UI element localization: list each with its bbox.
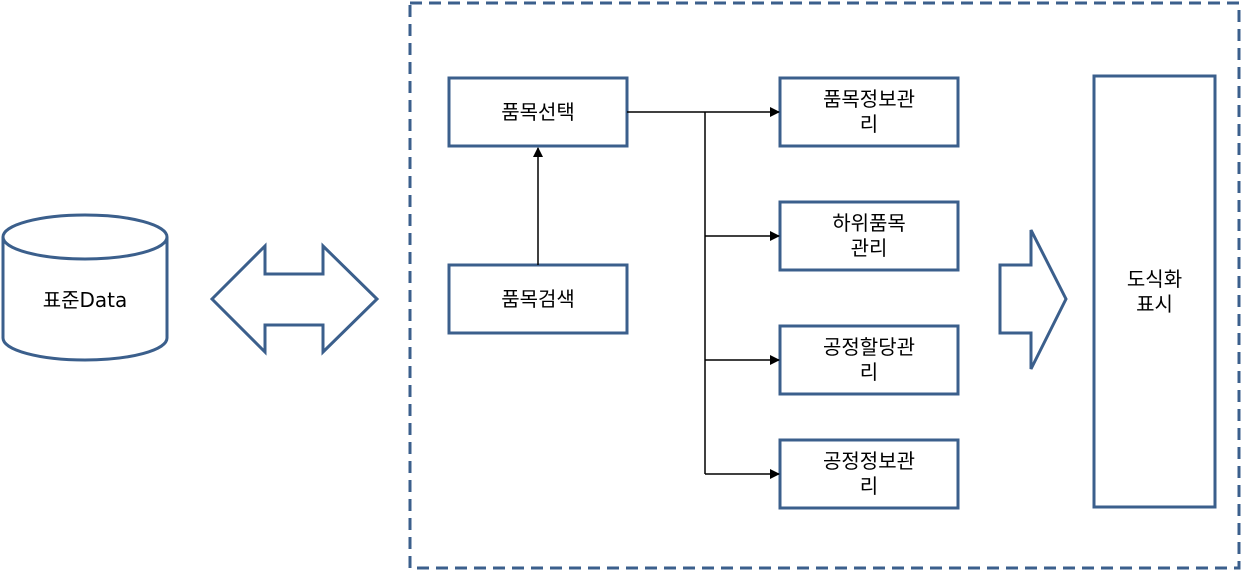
visualization-label: 도식화 표시 (1126, 266, 1183, 316)
right-arrow-icon (998, 229, 1068, 370)
process-info-mgmt-label: 공정정보관 리 (823, 449, 915, 498)
process-alloc-mgmt-box (778, 324, 960, 396)
item-search-label: 품목검색 (501, 286, 575, 311)
process-info-mgmt-box (778, 438, 960, 510)
sub-item-mgmt-box (778, 200, 960, 272)
database-label: 표준Data (42, 287, 128, 312)
sub-item-mgmt-label: 하위품목 관리 (832, 211, 906, 260)
item-search-box (447, 263, 629, 335)
database-cylinder-icon (1, 213, 169, 362)
bidirectional-arrow-icon (209, 242, 380, 356)
process-alloc-mgmt-label: 공정할당관 리 (823, 335, 915, 384)
item-info-mgmt-label: 품목정보관 리 (823, 87, 915, 136)
system-boundary (408, 1, 1241, 570)
visualization-box (1092, 74, 1217, 509)
item-select-label: 품목선택 (501, 99, 575, 124)
item-info-mgmt-box (778, 76, 960, 148)
